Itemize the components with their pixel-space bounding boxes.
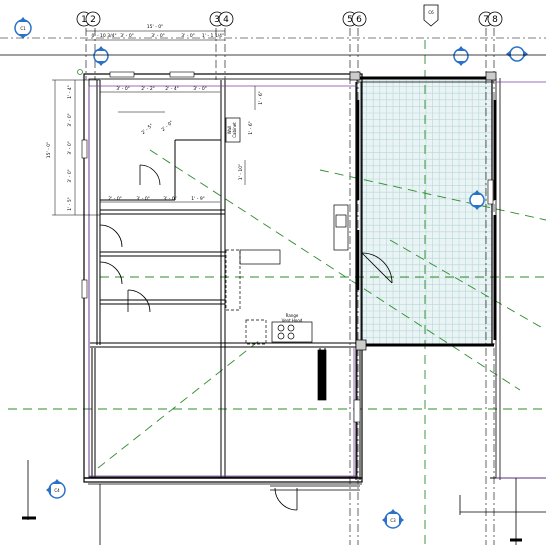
grid-label-1: 1 bbox=[81, 15, 87, 25]
grid-bubble-8[interactable] bbox=[487, 11, 503, 27]
door-swing-5 bbox=[361, 252, 393, 284]
dim-inner-r1-2: 2' - 4" bbox=[165, 86, 179, 92]
grid-label-5: 5 bbox=[347, 15, 353, 25]
cabinet-label-line1: Wall bbox=[227, 126, 232, 134]
grid-label-3: 3 bbox=[214, 15, 220, 25]
range-label-line1: Range bbox=[286, 313, 299, 318]
door-swing-4 bbox=[99, 261, 123, 285]
dim-inner-r1-3: 3' - 0" bbox=[193, 86, 207, 92]
dim-diagonal-b: 2' - 0" bbox=[160, 120, 174, 133]
view-marker-top-left[interactable]: C1 bbox=[14, 17, 32, 39]
grid-label-4: 4 bbox=[223, 15, 229, 25]
cabinet-label-line2: Cabinet bbox=[232, 122, 237, 138]
dim-top-4: 1' - 1 1/4" bbox=[202, 33, 224, 39]
dim-inner-r2-3: 1' - 9" bbox=[191, 196, 205, 202]
outer-reference-lines bbox=[0, 54, 546, 545]
dim-inner-r2-2: 3' - 0" bbox=[163, 196, 177, 202]
interior-walls[interactable] bbox=[90, 80, 356, 478]
sink-fixture bbox=[333, 204, 349, 251]
elevation-tag[interactable]: C6 bbox=[423, 4, 439, 27]
grid-label-6: 6 bbox=[356, 15, 362, 25]
view-marker-bottom-center[interactable]: C3 bbox=[382, 509, 404, 529]
dim-top-1: 3' - 0" bbox=[120, 33, 134, 39]
grid-bubble-6[interactable] bbox=[351, 11, 367, 27]
grid-bubble-group-3-4[interactable]: 3 4 bbox=[209, 11, 234, 27]
dim-left-3: 3' - 0" bbox=[67, 169, 73, 183]
dim-overall-width: 15' - 0" bbox=[147, 24, 163, 30]
view-marker-upper-1[interactable] bbox=[93, 46, 109, 66]
range-label-line2: Vent Hood bbox=[282, 318, 303, 323]
marker-bottom-left-label: C4 bbox=[54, 488, 60, 493]
view-marker-right[interactable] bbox=[469, 190, 485, 210]
dim-inner-r1-0: 3' - 0" bbox=[116, 86, 130, 92]
dim-inner-r2-1: 3' - 0" bbox=[136, 196, 150, 202]
grid-label-7: 7 bbox=[483, 15, 489, 25]
dim-left-2: 3' - 0" bbox=[67, 141, 73, 155]
grid-bubble-group-7-8[interactable]: 7 8 bbox=[478, 11, 503, 27]
fixtures[interactable] bbox=[225, 71, 497, 401]
grid-bubble-group-5-6[interactable]: 5 6 bbox=[342, 11, 367, 27]
dim-top-3: 3' - 0" bbox=[181, 33, 195, 39]
dim-left-0: 1' - 4" bbox=[67, 85, 73, 99]
view-marker-upper-3[interactable] bbox=[506, 46, 528, 62]
marker-top-left-label: C1 bbox=[20, 26, 26, 31]
door-swing-1 bbox=[139, 164, 161, 186]
door-swing-2 bbox=[127, 289, 151, 313]
view-marker-bottom-left[interactable]: C4 bbox=[46, 479, 66, 499]
dim-vertical-c: 1' - 10" bbox=[238, 164, 244, 180]
dim-left-1: 3' - 0" bbox=[67, 113, 73, 127]
dim-vertical-a: 1' - 6" bbox=[258, 91, 264, 105]
dim-vertical-b: 1' - 6" bbox=[248, 121, 254, 135]
wall-cabinet bbox=[225, 117, 241, 143]
dimension-lines bbox=[52, 30, 256, 216]
dim-overall-height: 15' - 0" bbox=[46, 142, 52, 158]
dim-left-4: 1' - 5" bbox=[67, 197, 73, 211]
tiled-floor-area bbox=[359, 79, 493, 345]
windows[interactable] bbox=[81, 71, 494, 423]
view-marker-upper-2[interactable] bbox=[453, 46, 469, 66]
dim-top-2: 3' - 0" bbox=[151, 33, 165, 39]
dim-inner-r2-0: 2' - 0" bbox=[108, 196, 122, 202]
door-swing-3 bbox=[99, 224, 123, 248]
grid-bubble-4[interactable] bbox=[218, 11, 234, 27]
dim-inner-r1-1: 2' - 2" bbox=[141, 86, 155, 92]
grid-bubble-2[interactable] bbox=[85, 11, 101, 27]
grid-label-2: 2 bbox=[90, 15, 96, 25]
grid-label-8: 8 bbox=[492, 15, 498, 25]
grid-bubble-group-1-2[interactable]: 1 2 bbox=[76, 11, 101, 27]
dim-top-0: 0' - 10 3/4" bbox=[91, 33, 116, 39]
reference-point-marker bbox=[77, 69, 83, 75]
marker-bottom-center-label: C3 bbox=[390, 518, 396, 523]
elevation-tag-label: C6 bbox=[428, 10, 434, 15]
dim-diagonal-a: 2' - 5" bbox=[140, 123, 154, 136]
range-fixture bbox=[271, 321, 313, 343]
doors[interactable] bbox=[99, 164, 393, 511]
door-swing-6 bbox=[274, 487, 298, 511]
